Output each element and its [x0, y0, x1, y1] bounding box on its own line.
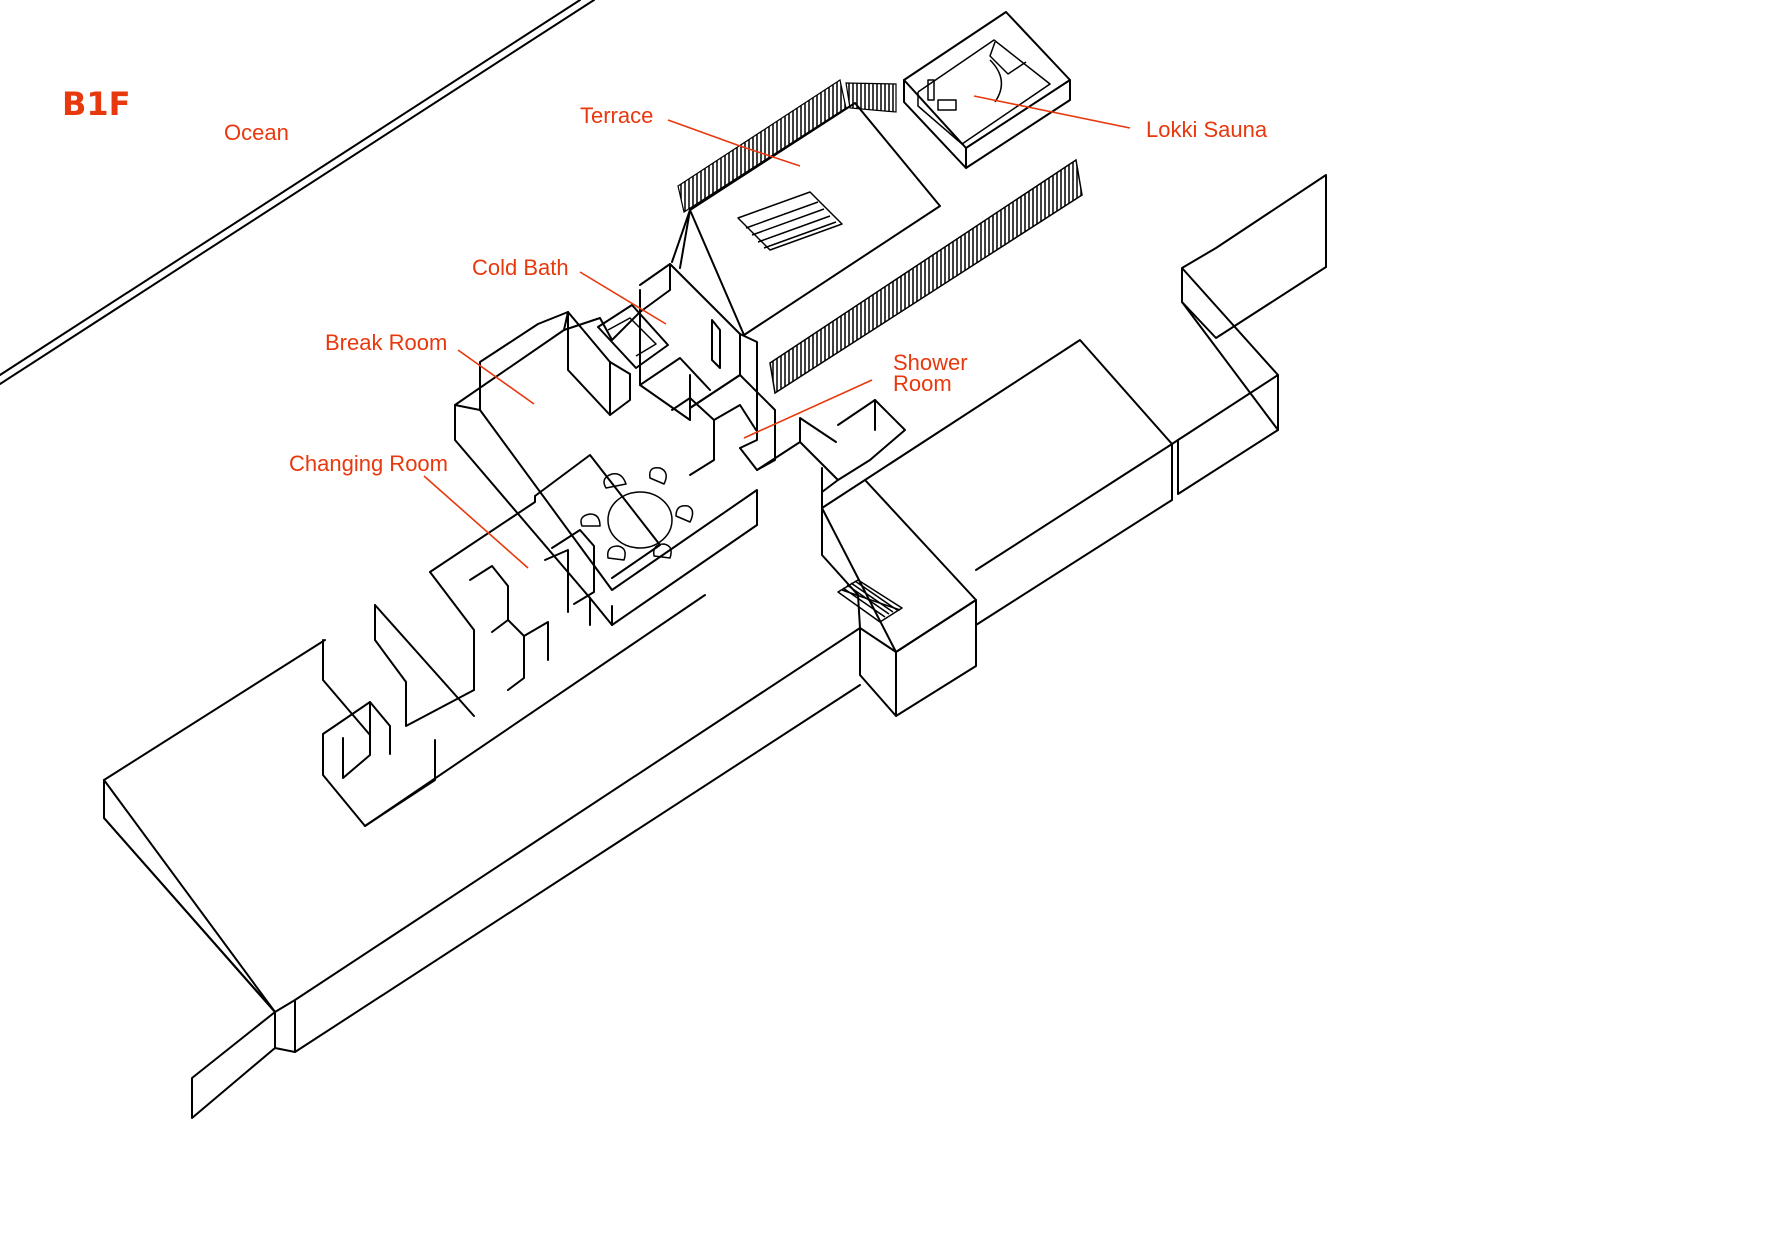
leader-lines [423, 95, 1131, 569]
label-shower-room-line2: Room [893, 371, 952, 396]
ground-slab [103, 627, 861, 1119]
label-changing-room: Changing Room [289, 451, 448, 476]
sauna-building [903, 11, 1071, 169]
leader-break-room [457, 349, 535, 405]
main-building [322, 263, 906, 827]
leader-cold-bath [579, 271, 667, 325]
label-lokki-sauna: Lokki Sauna [1146, 117, 1268, 142]
entrance-stair-block [821, 479, 977, 717]
hatched-wall-east [769, 158, 1083, 395]
label-cold-bath: Cold Bath [472, 255, 569, 280]
leader-shower-room [743, 379, 873, 439]
floor-label: B1F [62, 85, 131, 123]
label-break-room: Break Room [325, 330, 447, 355]
east-wing [864, 174, 1327, 626]
leader-lokki-sauna [973, 95, 1131, 129]
leader-changing-room [423, 475, 529, 569]
dining-table [580, 466, 694, 561]
ocean-shoreline [0, 0, 595, 385]
room-labels: Ocean Terrace Lokki Sauna Cold Bath Brea… [224, 103, 1268, 476]
leader-terrace [667, 119, 801, 167]
terrace-stairs [737, 191, 843, 251]
label-terrace: Terrace [580, 103, 653, 128]
label-shower-room-line1: Shower [893, 350, 968, 375]
label-ocean: Ocean [224, 120, 289, 145]
stairs-lower [837, 579, 903, 623]
terrace-deck [671, 79, 941, 336]
